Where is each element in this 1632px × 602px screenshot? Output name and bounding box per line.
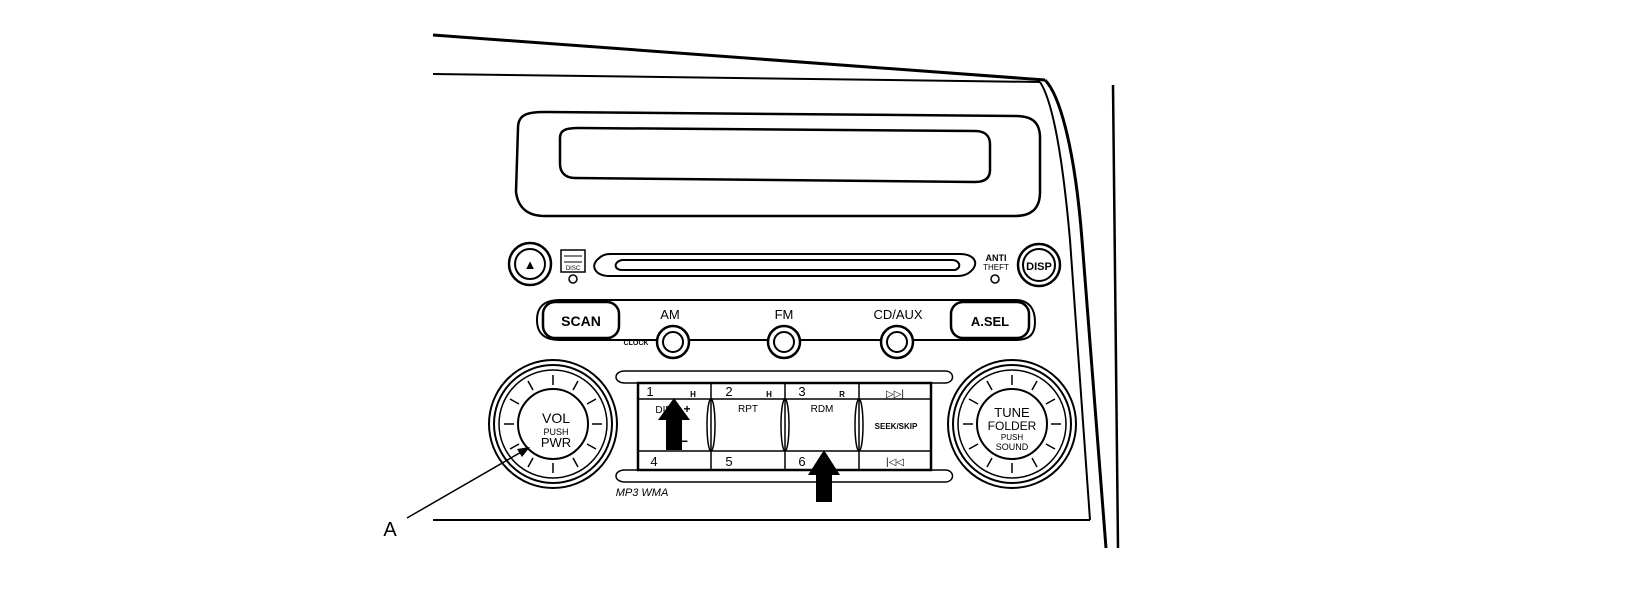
dashboard-outline: [432, 33, 1120, 549]
tune-knob-label-4: SOUND: [996, 442, 1029, 452]
disp-button[interactable]: DISP: [1016, 242, 1062, 288]
preset-1-label: 1: [646, 384, 653, 399]
preset-2-tag: H: [766, 390, 772, 399]
tune-knob-label-2: FOLDER: [988, 419, 1037, 433]
volume-knob-label-3: PWR: [541, 435, 571, 450]
anti-theft-light: [990, 274, 1000, 284]
rpt-label: RPT: [738, 404, 758, 415]
skip-back-icon: |◁◁: [886, 457, 904, 468]
disc-indicator-label: DISC: [566, 266, 581, 272]
preset-3-tag: R: [839, 390, 845, 399]
skip-forward-icon: ▷▷|: [886, 389, 904, 400]
preset-4-label: 4: [650, 454, 657, 469]
preset-3-button[interactable]: 3 R RDM: [798, 384, 845, 415]
preset-2-button[interactable]: 2 H RPT: [725, 384, 772, 415]
preset-3-label: 3: [798, 384, 805, 399]
volume-knob[interactable]: VOL PUSH PWR: [488, 359, 618, 489]
button-bar: [535, 299, 1037, 341]
preset-1-button[interactable]: 1 H DIR + −: [646, 384, 696, 449]
preset-6-button[interactable]: 6: [798, 454, 805, 469]
eject-button[interactable]: ▲: [507, 241, 553, 287]
anti-theft-label-2: THEFT: [983, 263, 1009, 272]
dir-minus-label: −: [680, 433, 688, 449]
cd-aux-button[interactable]: CD/AUX: [873, 307, 923, 360]
clock-label: CLOCK: [624, 340, 649, 347]
volume-knob-label-1: VOL: [542, 410, 570, 426]
display-screen: [558, 126, 992, 184]
preset-2-label: 2: [725, 384, 732, 399]
format-badge: MP3 WMA: [616, 487, 669, 499]
fm-button-label: FM: [775, 307, 794, 322]
preset-panel: [615, 370, 954, 483]
asel-button-label: A.SEL: [971, 314, 1009, 329]
callout-a-label: A: [383, 519, 397, 541]
callout-a: A: [383, 447, 530, 541]
preset-6-label: 6: [798, 454, 805, 469]
dir-label: DIR: [655, 405, 672, 416]
scan-button-label: SCAN: [561, 313, 601, 329]
anti-theft-indicator: ANTI THEFT: [983, 253, 1009, 284]
anti-theft-label-1: ANTI: [986, 253, 1007, 263]
preset-1-tag: H: [690, 390, 696, 399]
eject-icon: ▲: [524, 257, 537, 272]
disc-indicator-light: [568, 274, 578, 284]
disc-indicator: DISC: [560, 249, 586, 284]
tune-knob-ticks: [963, 375, 1061, 473]
skip-forward-button[interactable]: ▷▷|: [886, 389, 904, 400]
fm-button[interactable]: FM: [766, 307, 802, 360]
disp-button-label: DISP: [1026, 261, 1052, 273]
tune-knob[interactable]: TUNE FOLDER PUSH SOUND: [947, 359, 1077, 489]
asel-button[interactable]: A.SEL: [949, 300, 1031, 340]
display-panel: [514, 110, 1042, 218]
cd-aux-button-label: CD/AUX: [873, 307, 922, 322]
dir-plus-label: +: [683, 402, 690, 416]
tune-knob-label-1: TUNE: [994, 405, 1030, 420]
cd-slot[interactable]: [593, 253, 977, 277]
rdm-label: RDM: [811, 404, 834, 415]
up-arrow-icon: [808, 450, 840, 502]
volume-knob-label-2: PUSH: [543, 427, 568, 437]
am-button[interactable]: AM CLOCK: [624, 307, 691, 360]
up-arrow-icon: [658, 398, 690, 450]
skip-back-button[interactable]: |◁◁: [886, 457, 904, 468]
tune-knob-label-3: PUSH: [1001, 433, 1023, 442]
volume-knob-ticks: [504, 375, 602, 473]
preset-4-button[interactable]: 4: [650, 454, 657, 469]
preset-5-button[interactable]: 5: [725, 454, 732, 469]
seek-skip-label: SEEK/SKIP: [875, 422, 918, 431]
am-button-label: AM: [660, 307, 680, 322]
scan-button[interactable]: SCAN: [541, 300, 621, 340]
preset-5-label: 5: [725, 454, 732, 469]
